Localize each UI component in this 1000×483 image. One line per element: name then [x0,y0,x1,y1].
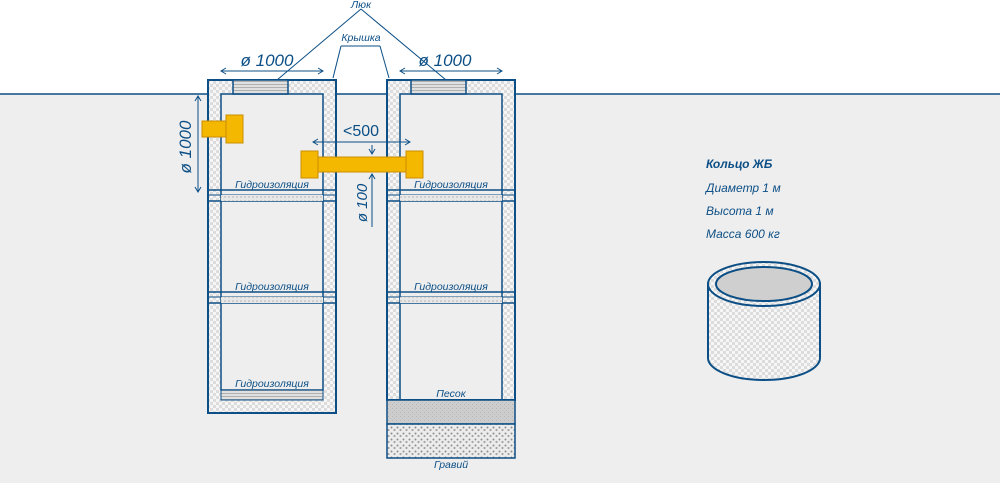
left-well [201,79,337,414]
left-joint-1 [208,189,336,202]
concrete-ring-illustration [707,261,821,381]
right-well-inner [400,94,502,400]
diameter-left-label: ø 1000 [241,51,294,70]
lid-label: Крышка [341,32,380,44]
pipe-dim-label: ø 100 [354,183,371,222]
ring-info-diameter: Диаметр 1 м [704,181,781,195]
dimension-lines [194,8,503,227]
ring-info-height: Высота 1 м [706,204,774,218]
ring-info-mass: Масса 600 кг [706,227,780,241]
sand-label: Песок [436,388,466,400]
distance-label: <500 [343,123,379,140]
overflow-pipe [300,150,424,179]
inlet-pipe-flange [225,114,244,144]
waterproof-label-left-2: Гидроизоляция [235,281,309,293]
overflow-pipe-right-flange [405,150,424,179]
ring-info-title: Кольцо ЖБ [706,157,773,171]
overflow-pipe-left-flange [300,150,319,179]
gravel-label: Гравий [434,459,468,471]
waterproof-label-right-1: Гидроизоляция [414,179,488,191]
right-hatch [410,79,467,95]
left-joint-2 [208,291,336,304]
hatch-label: Люк [350,0,372,11]
left-hatch [232,79,289,95]
waterproof-label-left-3: Гидроизоляция [235,378,309,390]
gravel-layer [386,423,516,459]
ring-info: Кольцо ЖБ Диаметр 1 м Высота 1 м Масса 6… [704,157,781,241]
right-joint-1 [387,189,515,202]
waterproof-label-left-1: Гидроизоляция [235,179,309,191]
ring-inner [715,266,813,302]
height-dim-label: ø 1000 [176,120,195,173]
sand-layer [386,399,516,425]
right-well [386,79,516,459]
diameter-right-label: ø 1000 [419,51,472,70]
left-bottom-waterproof [220,389,324,401]
waterproof-label-right-2: Гидроизоляция [414,281,488,293]
right-joint-2 [387,291,515,304]
